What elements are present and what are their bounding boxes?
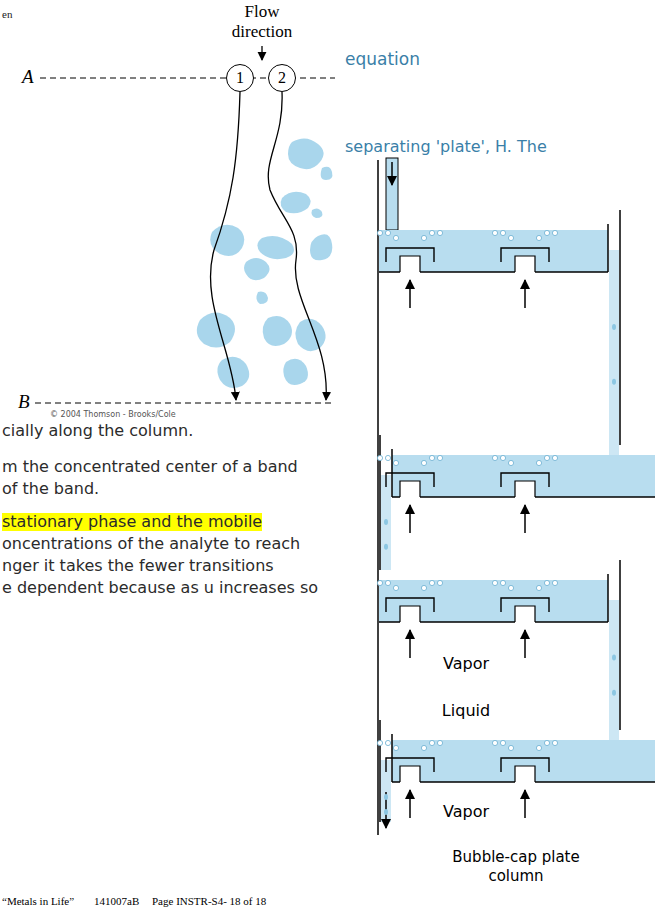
circle-number: 2 xyxy=(278,70,286,86)
footer-text: 141007aB xyxy=(94,895,139,908)
copyright: © 2004 Thomson - Brooks/Cole xyxy=(50,410,176,419)
heading-text: equation xyxy=(345,50,420,70)
particle-circle: 2 xyxy=(268,64,296,92)
line-letter: A xyxy=(22,66,34,88)
footer-text: “Metals in Life” xyxy=(2,895,74,908)
cut-text: en xyxy=(2,8,12,21)
bubble-cap-column xyxy=(377,158,655,835)
body-text: nger it takes the fewer transitions xyxy=(2,557,274,575)
phase-label: Vapor xyxy=(443,803,489,821)
circle-number: 1 xyxy=(236,70,244,86)
body-text: cially along the column. xyxy=(2,422,193,440)
footer-text: Page INSTR-S4- 18 of 18 xyxy=(152,895,266,908)
reference-lines xyxy=(35,78,335,403)
figure-caption: Bubble-cap plate column xyxy=(446,848,586,886)
flow-label: Flow direction xyxy=(222,2,302,41)
body-text: e dependent because as u increases so xyxy=(2,579,318,597)
phase-label: Vapor xyxy=(443,655,489,673)
phase-label: Liquid xyxy=(442,702,490,720)
line-letter: B xyxy=(18,391,30,413)
flow-paths xyxy=(210,46,326,400)
body-text: oncentrations of the analyte to reach xyxy=(2,535,300,553)
particles xyxy=(197,138,333,388)
particle-circle: 1 xyxy=(226,64,254,92)
highlighted-text: stationary phase and the mobile xyxy=(2,513,262,531)
body-text: of the band. xyxy=(2,480,99,498)
body-text: m the concentrated center of a band xyxy=(2,458,298,476)
body-text: separating 'plate', H. The xyxy=(345,138,547,156)
